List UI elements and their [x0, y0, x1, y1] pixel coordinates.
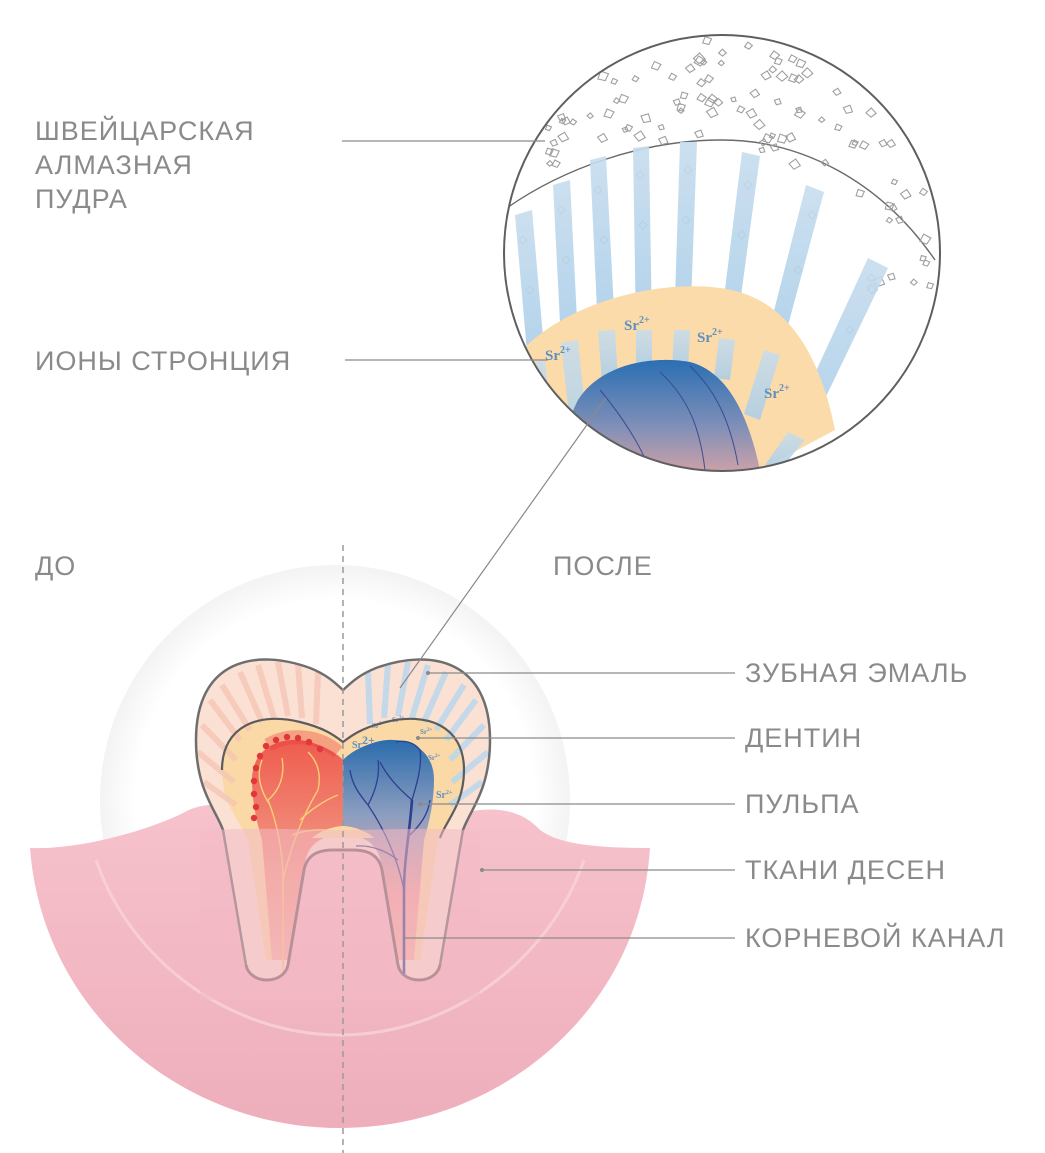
label-enamel: ЗУБНАЯ ЭМАЛЬ [745, 658, 968, 688]
label-pulp: ПУЛЬПА [745, 789, 860, 819]
label-after: ПОСЛЕ [553, 551, 653, 581]
label-strontium: ИОНЫ СТРОНЦИЯ [35, 346, 291, 376]
label-gum: ТКАНИ ДЕСЕН [745, 855, 946, 885]
label-diamond-line1: ШВЕЙЦАРСКАЯ [35, 115, 255, 146]
magnified-view: Sr2+ Sr2+ Sr2+ Sr2+ [504, 34, 940, 471]
label-before: ДО [35, 551, 76, 581]
label-diamond-line2: АЛМАЗНАЯ [35, 150, 193, 180]
label-root-canal: КОРНЕВОЙ КАНАЛ [745, 922, 1006, 953]
label-diamond-line3: ПУДРА [35, 184, 128, 214]
label-dentin: ДЕНТИН [745, 723, 862, 753]
